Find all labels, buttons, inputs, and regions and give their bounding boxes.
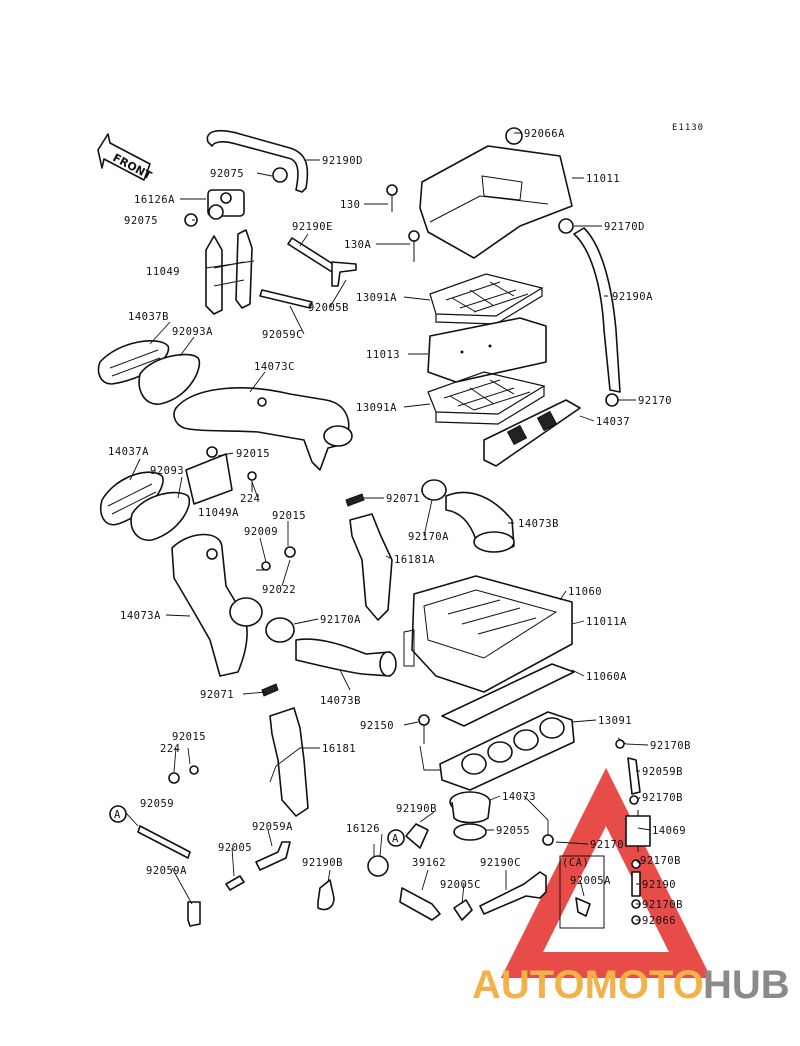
part-label-92066A: 92066A	[524, 128, 565, 140]
part-label-92170A-1: 92170A	[408, 531, 449, 543]
part-label-13091: 13091	[598, 715, 632, 727]
part-label-92075-2: 92075	[124, 215, 158, 227]
part-labels: 92066A 11011 92190D 92075 16126A 92075 1…	[108, 128, 691, 927]
watermark-triangle	[500, 767, 712, 978]
part-label-16181A: 16181A	[394, 554, 435, 566]
part-label-CA: (CA)	[562, 857, 589, 869]
part-label-92005B: 92005B	[308, 302, 349, 314]
part-label-14037: 14037	[596, 416, 630, 428]
part-label-92015-1: 92015	[236, 448, 270, 460]
part-label-92022: 92022	[262, 584, 296, 596]
watermark-text-a: AUTOMOTO	[472, 963, 704, 1007]
part-label-16126: 16126	[346, 823, 380, 835]
watermark-text-b: HUB	[703, 963, 790, 1007]
part-label-14073B-2: 14073B	[320, 695, 361, 707]
part-label-224-1: 224	[240, 493, 260, 505]
part-label-92170-2: 92170	[590, 839, 624, 851]
part-label-13091A-2: 13091A	[356, 402, 397, 414]
part-label-16126A: 16126A	[134, 194, 175, 206]
part-label-92170B-4: 92170B	[642, 899, 683, 911]
part-label-130: 130	[340, 199, 360, 211]
part-label-92075-1: 92075	[210, 168, 244, 180]
part-label-A-1: A	[114, 809, 121, 821]
part-label-11049: 11049	[146, 266, 180, 278]
part-label-A-2: A	[392, 833, 399, 845]
part-label-92005C: 92005C	[440, 879, 481, 891]
part-label-92190A: 92190A	[612, 291, 653, 303]
part-label-14037B: 14037B	[128, 311, 169, 323]
part-label-92059: 92059	[140, 798, 174, 810]
part-label-92190B-2: 92190B	[302, 857, 343, 869]
leader-lines	[125, 132, 651, 921]
part-label-92170B-1: 92170B	[650, 740, 691, 752]
part-label-13091A-1: 13091A	[356, 292, 397, 304]
part-label-92059B: 92059B	[642, 766, 683, 778]
ca-box	[559, 855, 605, 929]
part-label-11011: 11011	[586, 173, 620, 185]
part-label-92015-3: 92015	[172, 731, 206, 743]
part-label-92093: 92093	[150, 465, 184, 477]
part-label-11049A: 11049A	[198, 507, 239, 519]
parts-drawings	[97, 127, 651, 929]
part-label-92005: 92005	[218, 842, 252, 854]
diagram-code: E1130	[672, 123, 704, 133]
front-arrow-icon: FRONT	[97, 133, 154, 183]
part-label-92015-2: 92015	[272, 510, 306, 522]
part-label-11011A: 11011A	[586, 616, 627, 628]
part-label-224-2: 224	[160, 743, 180, 755]
part-label-92170: 92170	[638, 395, 672, 407]
part-label-92190: 92190	[642, 879, 676, 891]
part-label-92059A-2: 92059A	[146, 865, 187, 877]
part-label-11060A: 11060A	[586, 671, 627, 683]
part-label-92190C: 92190C	[480, 857, 521, 869]
part-label-92059A-1: 92059A	[252, 821, 293, 833]
part-label-92071-2: 92071	[200, 689, 234, 701]
part-label-92066: 92066	[642, 915, 676, 927]
part-label-92005A: 92005A	[570, 875, 611, 887]
part-label-14073A: 14073A	[120, 610, 161, 622]
part-label-14037A: 14037A	[108, 446, 149, 458]
part-label-130A: 130A	[344, 239, 371, 251]
part-label-92190E: 92190E	[292, 221, 333, 233]
part-label-92170D: 92170D	[604, 221, 645, 233]
part-label-92190B-1: 92190B	[396, 803, 437, 815]
part-label-11060: 11060	[568, 586, 602, 598]
part-label-92190D: 92190D	[322, 155, 363, 167]
part-label-92170B-2: 92170B	[642, 792, 683, 804]
part-label-92093A: 92093A	[172, 326, 213, 338]
part-label-92071-1: 92071	[386, 493, 420, 505]
part-label-92055: 92055	[496, 825, 530, 837]
part-label-92170B-3: 92170B	[640, 855, 681, 867]
part-label-14073B-1: 14073B	[518, 518, 559, 530]
part-label-14073: 14073	[502, 791, 536, 803]
part-label-92009: 92009	[244, 526, 278, 538]
part-label-92059C: 92059C	[262, 329, 303, 341]
part-label-92150: 92150	[360, 720, 394, 732]
watermark: AUTOMOTO HUB	[472, 767, 790, 1007]
part-label-39162: 39162	[412, 857, 446, 869]
part-label-14069: 14069	[652, 825, 686, 837]
part-label-14073C: 14073C	[254, 361, 295, 373]
part-label-11013: 11013	[366, 349, 400, 361]
part-label-16181: 16181	[322, 743, 356, 755]
part-label-92170A-2: 92170A	[320, 614, 361, 626]
